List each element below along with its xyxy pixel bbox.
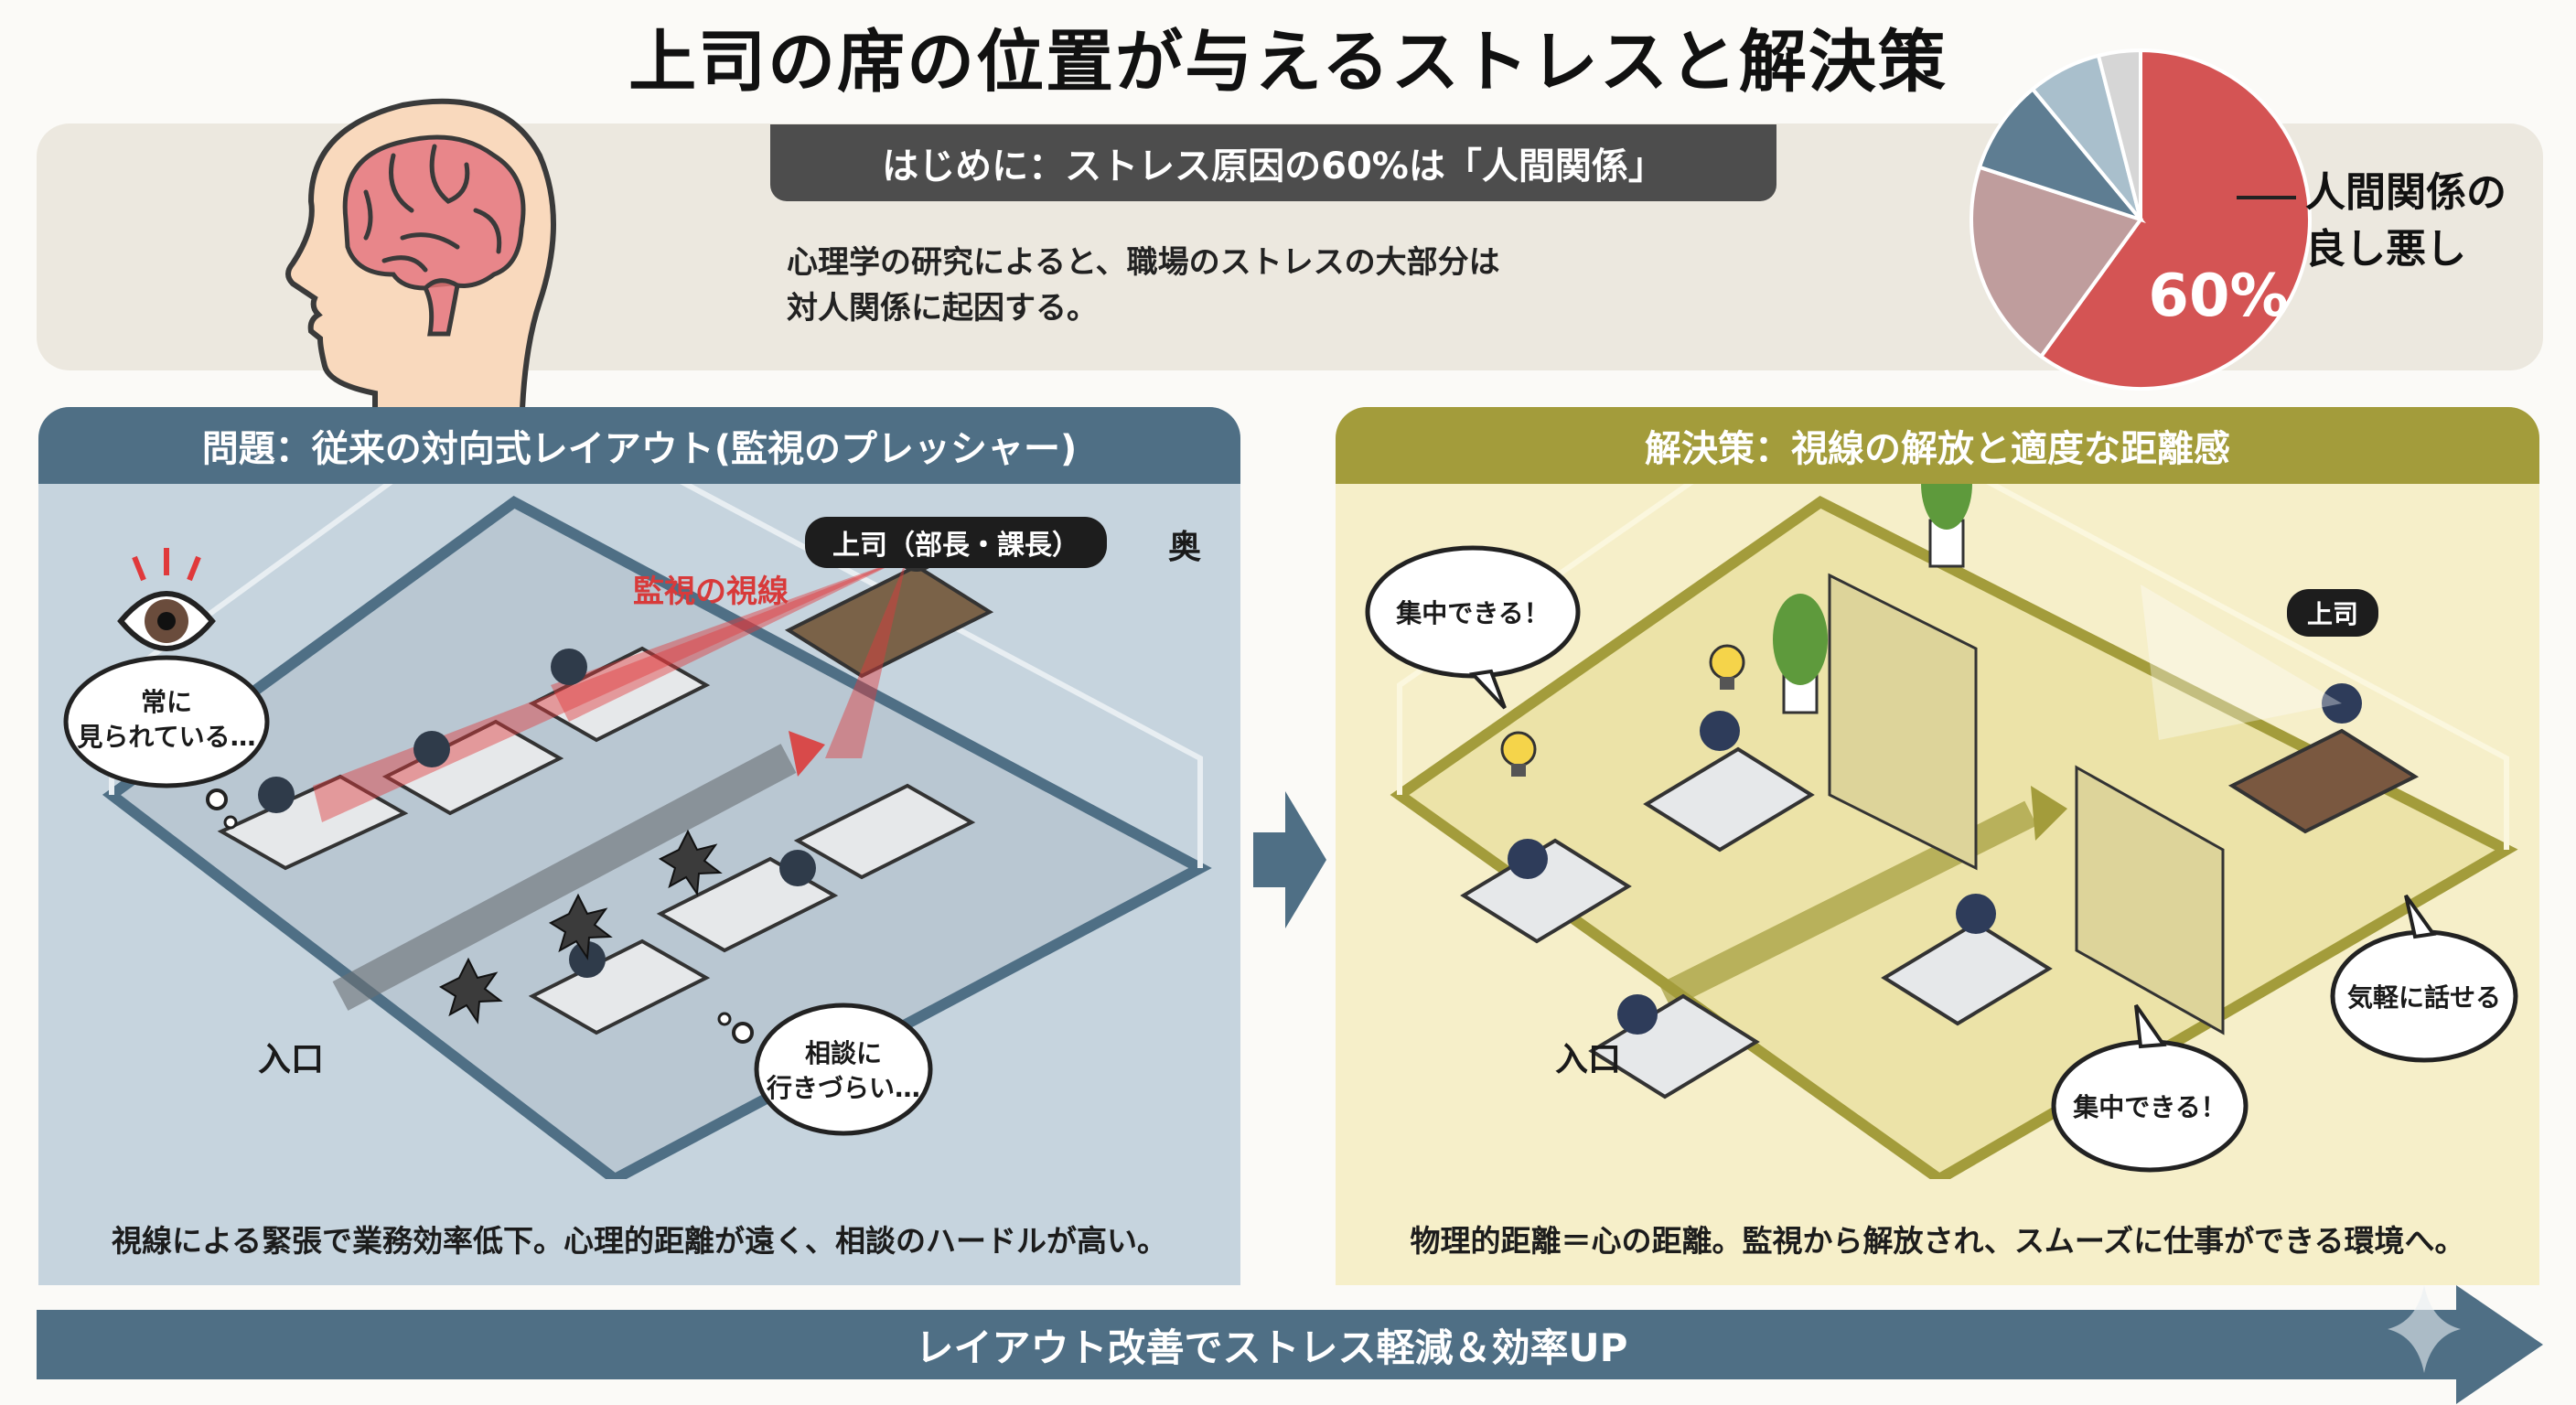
worker — [569, 941, 606, 978]
intro-banner: はじめに：ストレス原因の60%は「人間関係」 — [770, 124, 1776, 201]
pie-leader-line — [2237, 196, 2296, 199]
thought-1-line-1: 常に — [140, 687, 192, 717]
stress-burst-icon — [438, 957, 503, 1024]
stress-burst-icon — [548, 893, 613, 960]
idea-bulb-icon — [1500, 731, 1537, 777]
problem-header: 問題：従来の対向式レイアウト(監視のプレッシャー) — [38, 407, 1240, 484]
bubble-easy-to-talk: 気軽に話せる — [2346, 982, 2501, 1013]
boss-tag: 上司（部長・課長） — [805, 517, 1107, 568]
watching-eye-icon — [117, 548, 216, 651]
entrance-label: 入口 — [258, 1041, 325, 1078]
desk — [528, 646, 711, 743]
improved-layout-illustration: 上司 集中できる！ 気軽に話せる 集中できる！ 入口 — [1336, 407, 2539, 1186]
bubble-can-focus-2: 集中できる！ — [2073, 1092, 2227, 1122]
gaze-beam — [825, 557, 907, 758]
bubble-can-focus: 集中できる！ — [1396, 598, 1550, 628]
boss-desk — [784, 563, 994, 679]
entrance-label: 入口 — [1555, 1041, 1622, 1078]
thought-2-line-1: 相談に — [804, 1038, 882, 1068]
stress-cause-pie-chart: 60% — [1958, 27, 2324, 393]
gaze-beam — [551, 557, 907, 722]
partition — [2075, 765, 2225, 1035]
boss-figure — [2322, 683, 2362, 724]
intro-text-line-2: 対人関係に起因する。 — [787, 290, 1098, 327]
idea-bulb-icon — [1709, 644, 1745, 690]
desk — [1643, 746, 1815, 853]
pie-data-label: 60% — [2148, 263, 2288, 330]
worker — [551, 649, 587, 685]
worker — [1508, 839, 1548, 879]
desk — [1881, 920, 2053, 1026]
bottom-banner-text: レイアウト改善でストレス軽減＆効率UP — [915, 1325, 1628, 1370]
desk — [381, 719, 564, 816]
worker — [779, 850, 816, 886]
traditional-layout-illustration: 上司（部長・課長） 奥 監視の視線 常に 見られている… 相談に 行きづらい… … — [38, 407, 1240, 1186]
gaze-label: 監視の視線 — [633, 574, 789, 610]
back-label: 奥 — [1168, 529, 1202, 566]
pie-annotation-line-1: 人間関係の — [2305, 169, 2506, 216]
sparkle-icon — [2388, 1285, 2461, 1373]
thought-2-line-2: 行きづらい… — [766, 1073, 920, 1103]
bottom-arrow-banner — [37, 1285, 2543, 1404]
plant-icon — [1773, 594, 1828, 714]
boss-tag: 上司 — [2287, 589, 2378, 637]
gaze-beam — [313, 557, 907, 822]
intro-text: 心理学の研究によると、職場のストレスの大部分は 対人関係に起因する。 — [787, 240, 1701, 331]
thought-cloud — [754, 1003, 933, 1136]
pie-slice-4 — [2096, 48, 2142, 220]
relaxed-gaze — [2141, 585, 2342, 740]
thought-cloud — [63, 655, 270, 788]
pie-slice-0 — [2038, 48, 2312, 391]
page-title: 上司の席の位置が与えるストレスと解決策 — [628, 23, 1948, 102]
pie-slice-2 — [1977, 86, 2146, 224]
intro-text-line-1: 心理学の研究によると、職場のストレスの大部分は — [787, 244, 1500, 281]
desk — [793, 783, 976, 880]
worker — [413, 731, 450, 767]
walk-path — [332, 744, 797, 1011]
worker — [1700, 711, 1740, 751]
solution-panel: 解決策：視線の解放と適度な距離感 — [1336, 407, 2539, 1285]
worker — [258, 777, 295, 813]
solution-header: 解決策：視線の解放と適度な距離感 — [1336, 407, 2539, 484]
pie-slice-1 — [1970, 165, 2144, 359]
thought-always-watched: 常に 見られている… — [75, 685, 258, 755]
right-arrow-icon — [1253, 791, 1326, 928]
head-with-brain-icon — [274, 91, 585, 451]
solution-caption: 物理的距離＝心の距離。監視から解放され、スムーズに仕事ができる環境へ。 — [1410, 1223, 2465, 1259]
pie-annotation-line-2: 良し悪し — [2305, 226, 2466, 273]
problem-panel: 問題：従来の対向式レイアウト(監視のプレッシャー) — [38, 407, 1240, 1285]
partition — [1828, 573, 1978, 871]
problem-caption: 視線による緊張で業務効率低下。心理的距離が遠く、相談のハードルが高い。 — [111, 1223, 1167, 1259]
thought-hard-to-consult: 相談に 行きづらい… — [761, 1036, 926, 1106]
stress-burst-icon — [658, 829, 723, 896]
worker — [1617, 994, 1658, 1035]
desk — [217, 774, 409, 871]
thought-1-line-2: 見られている… — [77, 722, 256, 752]
worker — [1956, 894, 1996, 934]
pie-annotation: 人間関係の 良し悪し — [2305, 165, 2506, 278]
boss-desk — [2227, 728, 2420, 834]
